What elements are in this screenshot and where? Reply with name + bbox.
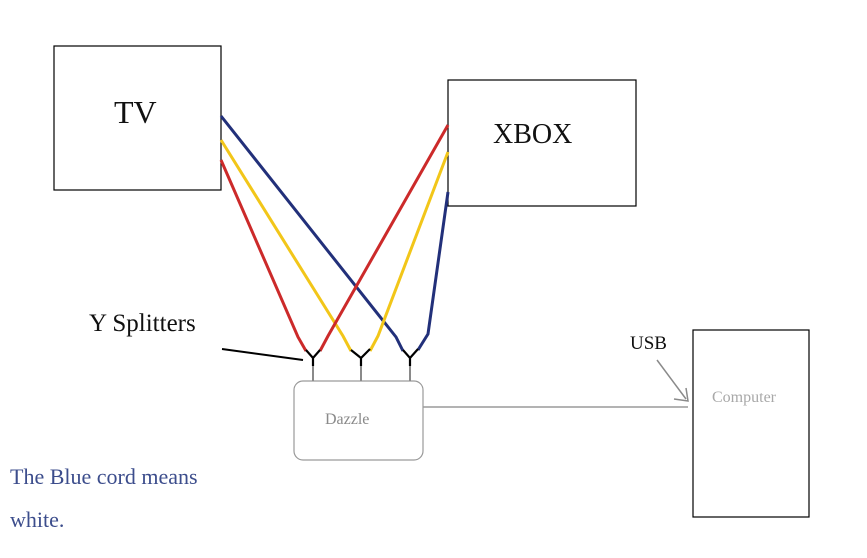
xbox-yellow-cable: [368, 151, 450, 352]
y-splitter-blue: [402, 348, 419, 366]
tv-blue-cable: [219, 115, 405, 352]
dazzle-label: Dazzle: [325, 411, 370, 428]
y-splitters-label: Y Splitters: [89, 310, 196, 337]
xbox-red-cable: [318, 124, 450, 352]
xbox-blue-cable: [416, 191, 450, 351]
tv-label: TV: [114, 94, 157, 130]
tv-red-cable: [219, 159, 308, 352]
usb-label: USB: [630, 333, 667, 354]
blue-cord-note-line2: white.: [10, 507, 65, 532]
usb-arrow: [656, 359, 689, 402]
y-splitters-pointer: [221, 348, 304, 361]
y-splitter-red: [305, 349, 321, 366]
y-splitter-yellow: [350, 348, 371, 366]
blue-cord-note-line1: The Blue cord means: [10, 464, 198, 489]
xbox-box: [447, 79, 637, 207]
computer-label: Computer: [712, 389, 776, 406]
tv-yellow-cable: [219, 139, 353, 352]
tv-box: [53, 45, 222, 191]
computer-box: [692, 329, 810, 518]
dazzle-box: [293, 380, 424, 461]
xbox-label: XBOX: [493, 119, 573, 150]
